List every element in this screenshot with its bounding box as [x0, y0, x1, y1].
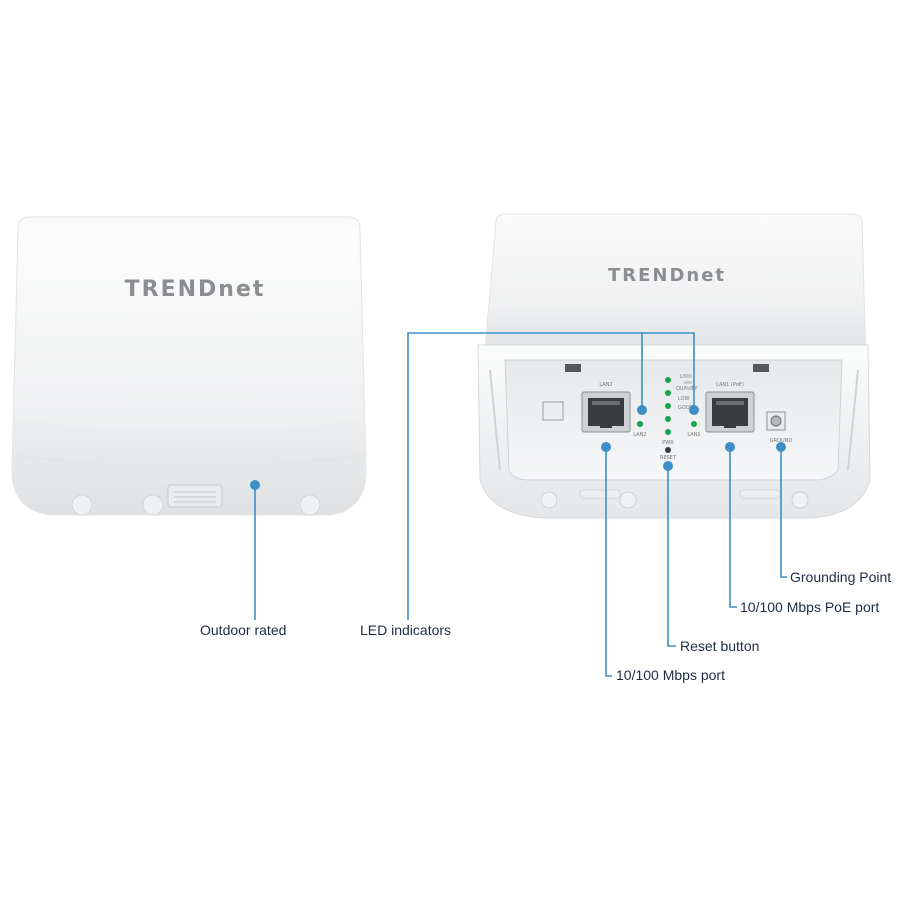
right-device: TRENDnet LAN2 LAN1 (PoE) [477, 213, 871, 519]
led-row-label-lan1: LAN1 [687, 432, 700, 438]
left-device: TRENDnet [11, 216, 367, 516]
led-link-3 [665, 403, 671, 409]
latch [167, 484, 223, 508]
callout-poe-port: 10/100 Mbps PoE port [740, 599, 880, 615]
ground-label: GROUND [770, 438, 793, 444]
led-link-1 [665, 377, 671, 383]
ground-screw [766, 411, 786, 431]
callout-line-port [605, 447, 612, 677]
callout-dot-led-lan1 [689, 405, 699, 415]
callout-outdoor-rated: Outdoor rated [200, 622, 287, 638]
callout-led-indicators: LED indicators [360, 622, 452, 638]
right-brand-logo: TRENDnet [608, 265, 726, 286]
led-lan2 [637, 421, 643, 427]
led-link-4 [665, 416, 671, 422]
lan2-port-label: LAN2 [599, 382, 612, 388]
callout-line-grounding [780, 447, 787, 578]
callout-grounding-point: Grounding Point [790, 569, 892, 585]
led-indicators: LINK QUALITY LOW GOOD LAN2 PWR LAN1 [633, 374, 700, 446]
led-row-label-lan2: LAN2 [633, 432, 646, 438]
callout-line-reset [667, 466, 676, 647]
led-label-low: LOW [678, 396, 690, 402]
callout-dot-reset [663, 461, 673, 471]
led-label-good: GOOD [678, 405, 694, 411]
led-lan1 [691, 421, 697, 427]
reset-button[interactable] [665, 447, 671, 453]
callout-dots [250, 405, 786, 490]
callout-line-led-a [407, 332, 643, 620]
lan1-poe-port[interactable] [705, 391, 755, 433]
callout-reset-button: Reset button [680, 638, 760, 654]
led-pwr [665, 429, 671, 435]
callout-dot-led-lan2 [637, 405, 647, 415]
callout-line-led-b [642, 332, 695, 410]
callout-line-poe [729, 447, 737, 608]
lan2-port[interactable] [581, 391, 631, 433]
callout-dot-grounding [776, 442, 786, 452]
callout-dot-outdoor [250, 480, 260, 490]
callout-dot-poe [725, 442, 735, 452]
lan1-port-label: LAN1 (PoE) [716, 382, 744, 388]
reset-label: RESET [660, 455, 677, 461]
led-row-label-pwr: PWR [662, 440, 674, 446]
callout-port: 10/100 Mbps port [616, 667, 725, 683]
callout-dot-port [601, 442, 611, 452]
left-brand-logo: TRENDnet [125, 277, 266, 302]
led-link-2 [665, 390, 671, 396]
callout-lines [254, 332, 787, 677]
